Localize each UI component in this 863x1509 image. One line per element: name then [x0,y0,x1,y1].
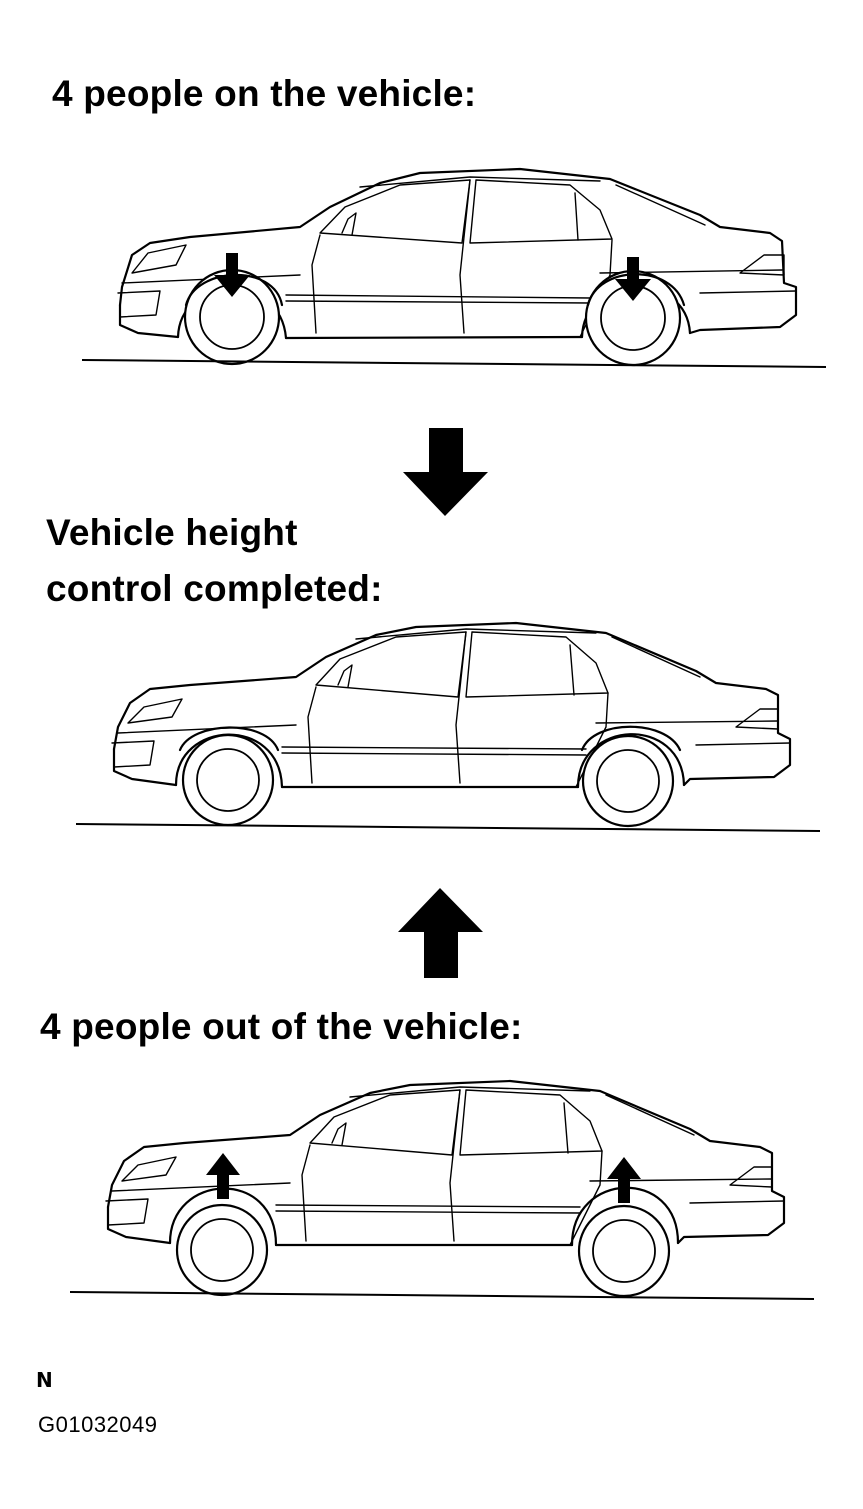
car-normal-diagram [75,621,821,832]
up-arrow-icon [398,888,483,978]
stage-label-line-1: Vehicle height [46,512,298,553]
stage-label-people-on: 4 people on the vehicle: [52,73,477,114]
rear-wheel-rim [592,1219,656,1283]
down-arrow-icon [214,253,250,297]
front-wheel-rim [190,1218,254,1282]
up-arrow-icon [607,1157,641,1203]
up-arrow-icon [206,1153,240,1199]
car-body [117,167,798,340]
down-arrow-icon [615,257,651,301]
ground-line [81,359,827,368]
stage-label-line-2: control completed: [46,568,383,609]
down-arrow-icon [403,428,488,516]
car-unloaded-diagram [69,1079,815,1300]
car-loaded-diagram [81,167,827,368]
ground-line [69,1291,815,1300]
rear-wheel-rim [596,749,660,813]
front-wheel-rim [196,748,260,812]
stage-label-people-out: 4 people out of the vehicle: [40,1006,523,1047]
ground-line [75,823,821,832]
stage-label-height-completed: Vehicle height control completed: [46,505,383,617]
figure-mark: N [36,1368,53,1392]
car-body [111,621,792,789]
figure-id: G01032049 [38,1412,158,1437]
